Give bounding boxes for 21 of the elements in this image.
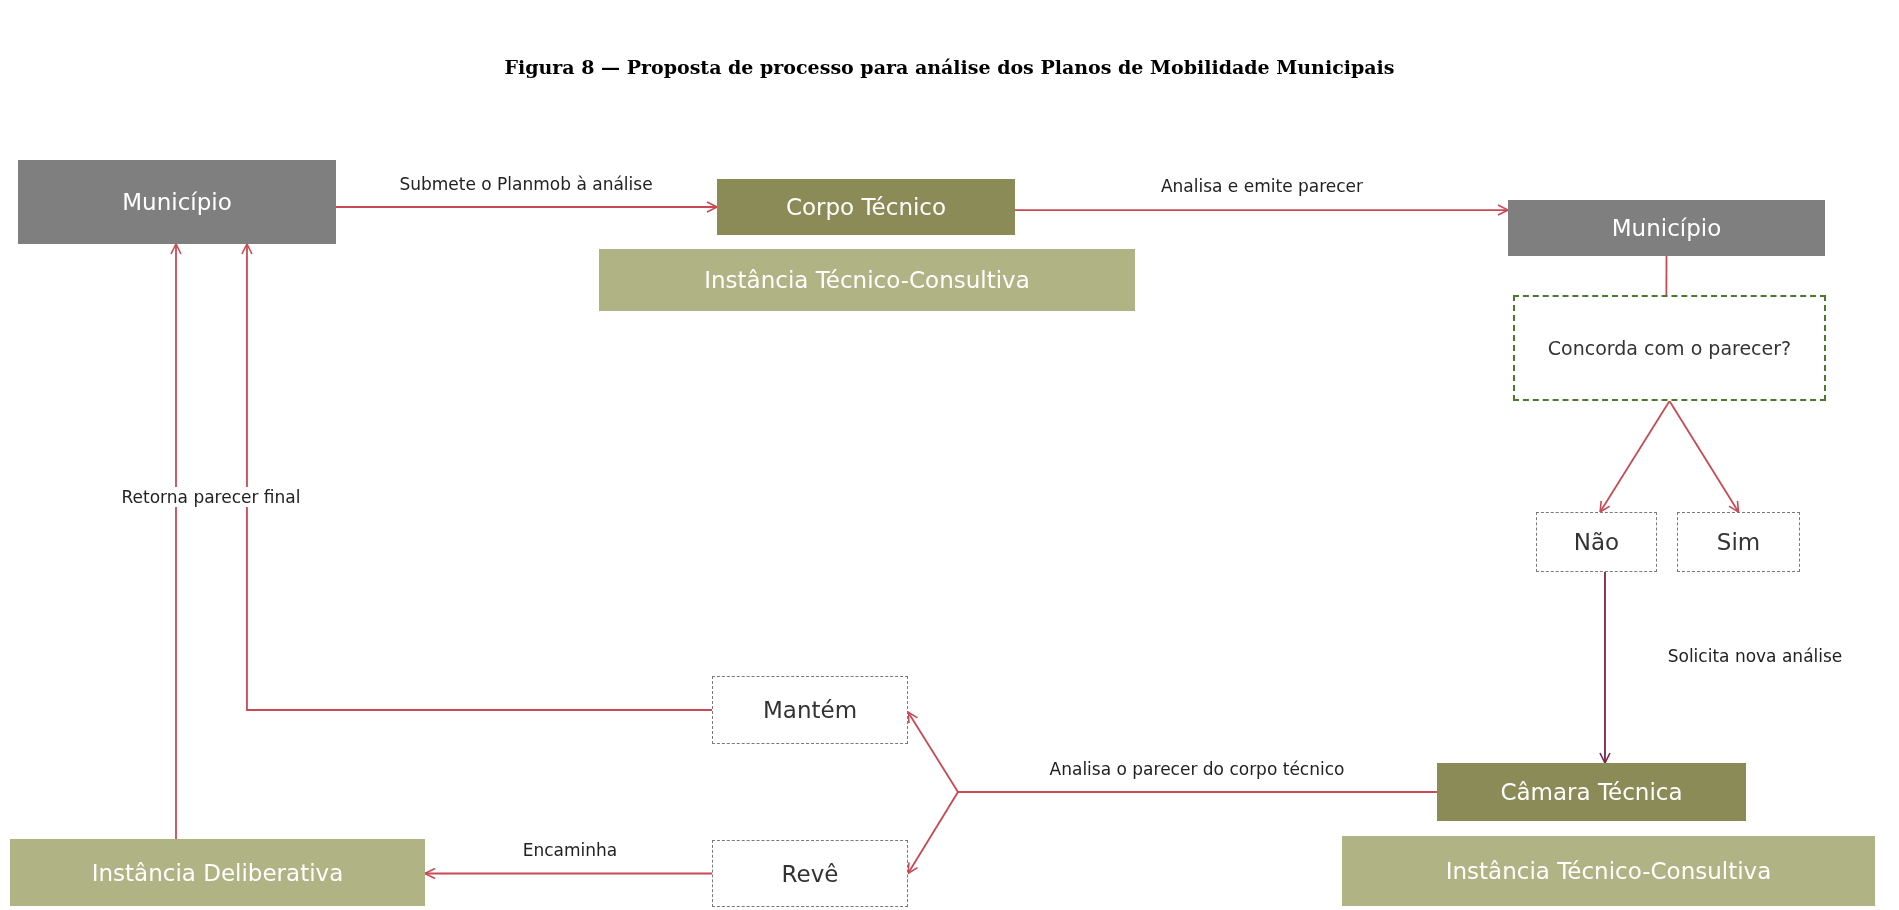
arrow bbox=[1668, 400, 1740, 513]
process-box: Corpo Técnico bbox=[717, 179, 1015, 235]
decision-box: Concorda com o parecer? bbox=[1513, 295, 1826, 401]
figure-title: Figura 8 — Proposta de processo para análise dos Planos de Mobilidade Municipais bbox=[503, 56, 1396, 78]
band-box: Instância Deliberativa bbox=[10, 839, 425, 906]
arrow bbox=[1599, 571, 1611, 764]
option-box: Sim bbox=[1677, 512, 1800, 572]
option-box: Não bbox=[1536, 512, 1657, 572]
band-box: Instância Técnico-Consultiva bbox=[599, 249, 1135, 311]
process-box: Município bbox=[18, 160, 336, 244]
option-box: Revê bbox=[712, 840, 908, 907]
option-box: Mantém bbox=[712, 676, 908, 744]
arrow bbox=[241, 243, 713, 711]
arrow bbox=[1599, 400, 1671, 513]
arrow bbox=[335, 201, 718, 213]
arrow bbox=[424, 867, 713, 880]
band-box: Instância Técnico-Consultiva bbox=[1342, 836, 1875, 906]
arrow bbox=[1014, 204, 1509, 216]
process-box: Município bbox=[1508, 200, 1825, 256]
arrow bbox=[170, 243, 182, 840]
process-box: Câmara Técnica bbox=[1437, 763, 1746, 821]
